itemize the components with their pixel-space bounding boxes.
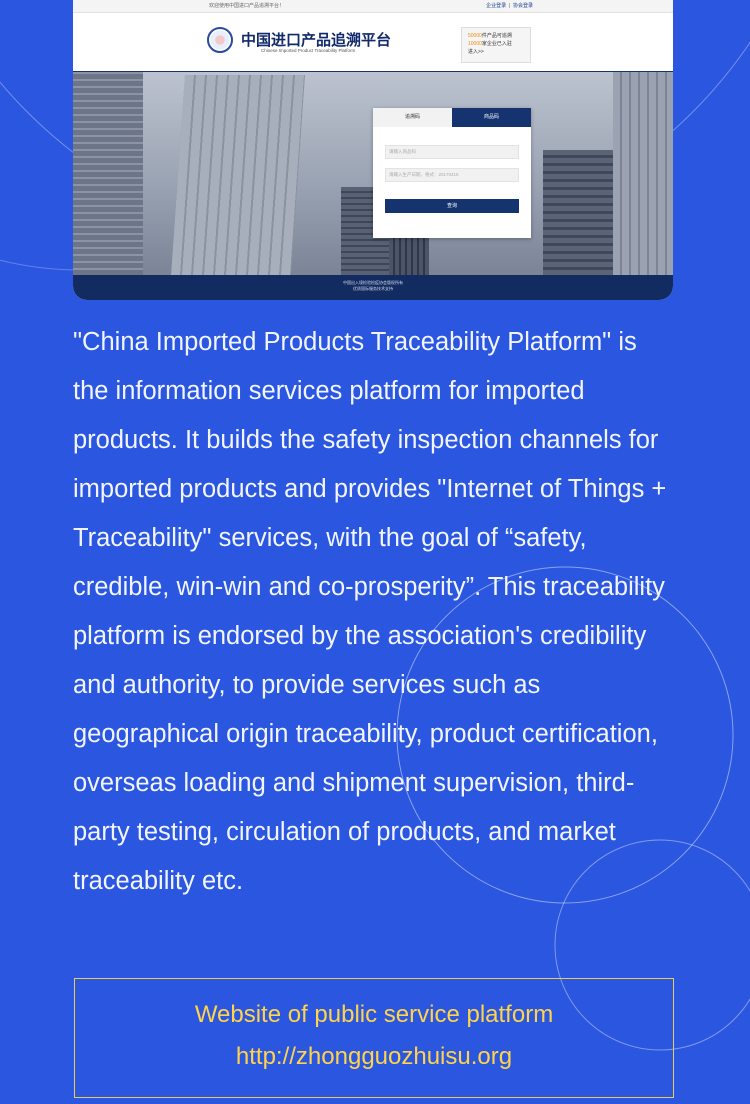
promo-text-1: 件产品可追溯 [481, 33, 512, 39]
association-login-link[interactable]: 协会登录 [512, 3, 533, 9]
enterprise-login-link[interactable]: 企业登录 [486, 3, 507, 9]
login-links: 企业登录 | 协会登录 [486, 3, 533, 9]
promo-box[interactable]: 50000件产品可追溯 10000家企业已入驻 进入>> [461, 27, 531, 63]
platform-description: "China Imported Products Traceability Pl… [73, 328, 667, 895]
building-image [171, 75, 305, 275]
site-footer: 中国出入境检验检疫协会版权所有 优质国际服务技术支持 [73, 275, 673, 300]
welcome-text: 欢迎使用中国进口产品追溯平台！ [209, 3, 285, 9]
promo-number-2: 10000 [468, 41, 482, 47]
website-title: Website of public service platform [194, 1001, 554, 1028]
site-subtitle: Chinese Imported Product Traceability Pl… [261, 48, 356, 53]
query-tabs: 追溯码 商品码 [373, 108, 531, 127]
website-url-link[interactable]: http://zhongguozhuisu.org [235, 1043, 513, 1070]
building-image [543, 150, 623, 275]
tab-trace-code[interactable]: 追溯码 [373, 108, 452, 127]
promo-enter-link[interactable]: 进入>> [468, 49, 484, 55]
platform-screenshot: 欢迎使用中国进口产品追溯平台！ 企业登录 | 协会登录 中国进口产品追溯平台 C… [73, 0, 673, 300]
website-info-box: Website of public service platform http:… [74, 978, 674, 1098]
building-image [613, 72, 673, 275]
site-header: 中国进口产品追溯平台 Chinese Imported Product Trac… [73, 13, 673, 73]
query-panel: 追溯码 商品码 请输入商品码 请输入生产日期，格式：20170415 查询 [373, 108, 531, 238]
footer-copyright: 中国出入境检验检疫协会版权所有 [343, 280, 403, 285]
promo-text-2: 家企业已入驻 [481, 41, 512, 47]
query-button[interactable]: 查询 [385, 199, 519, 213]
product-code-input[interactable]: 请输入商品码 [385, 145, 519, 159]
building-image [73, 72, 143, 275]
logo-seal-icon [207, 27, 233, 53]
promo-number-1: 50000 [468, 33, 482, 39]
footer-support: 优质国际服务技术支持 [353, 286, 393, 291]
topbar: 欢迎使用中国进口产品追溯平台！ 企业登录 | 协会登录 [73, 0, 673, 13]
tab-product-code[interactable]: 商品码 [452, 108, 531, 127]
production-date-input[interactable]: 请输入生产日期，格式：20170415 [385, 168, 519, 182]
site-title: 中国进口产品追溯平台 [241, 31, 392, 49]
